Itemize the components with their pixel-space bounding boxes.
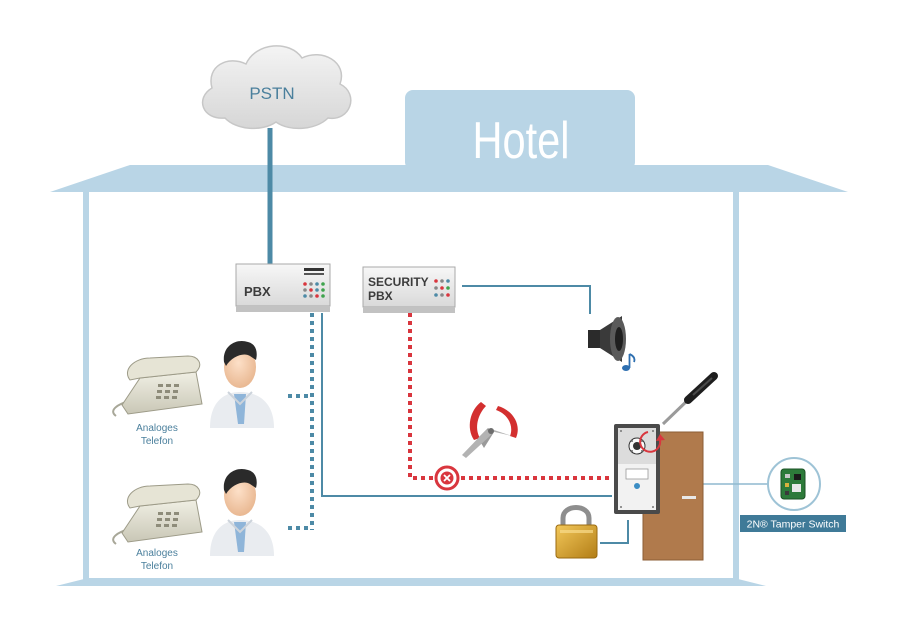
pbx-unit: PBX: [235, 263, 331, 312]
building-title: Hotel: [472, 111, 569, 170]
pbx-label: PBX: [244, 284, 271, 299]
security-pbx-status-leds: [434, 279, 450, 297]
phone-2-label-line2: Telefon: [141, 561, 173, 572]
pbx-slot-2: [304, 273, 324, 275]
speaker-icon: [588, 316, 626, 362]
analog-phone-2: Analoges Telefon: [112, 483, 203, 572]
cloud-icon: [201, 45, 352, 130]
security-pbx-label-line1: SECURITY: [368, 275, 429, 289]
security-pbx-label-line2: PBX: [368, 289, 393, 303]
intercom-unit: [614, 424, 660, 514]
cut-wire-marker-icon: [434, 465, 460, 491]
pliers-icon: [462, 402, 518, 458]
hotel-sign-panel: [405, 90, 635, 170]
phone-1-label-line2: Telefon: [141, 436, 173, 447]
lock-wire: [600, 520, 629, 544]
security-pbx-to-speaker-wire: [462, 285, 591, 314]
security-pbx-to-intercom-wire: [408, 313, 612, 480]
building-wall-right: [733, 192, 739, 580]
music-note-icon: [622, 353, 636, 371]
name-tag-slot: [625, 468, 649, 480]
security-pbx-base: [363, 307, 455, 313]
tamper-indicator-icon: [639, 431, 665, 453]
pbx-to-intercom-wire: [321, 313, 612, 497]
pbx-base: [236, 306, 330, 312]
pbx-status-leds: [303, 282, 325, 298]
tamper-switch-device: [767, 457, 821, 511]
screwdriver-icon: [661, 372, 718, 426]
hotel-building: Hotel: [50, 90, 848, 586]
person-2: [210, 468, 274, 556]
building-roof: [50, 165, 848, 192]
pstn-cloud: PSTN: [201, 45, 352, 130]
phone-1-label-line1: Analoges: [136, 423, 178, 434]
security-pbx-box: [362, 266, 456, 308]
person-1: [210, 340, 274, 428]
building-floor: [56, 578, 766, 586]
phone-2-label-line1: Analoges: [136, 548, 178, 559]
tamper-switch-label: 2N® Tamper Switch: [747, 519, 840, 531]
tamper-switch-label-badge: 2N® Tamper Switch: [740, 515, 846, 532]
padlock-icon: [555, 505, 598, 559]
pbx-slot: [304, 268, 324, 271]
building-wall-left: [83, 192, 89, 580]
door-handle: [682, 496, 696, 499]
cloud-label: PSTN: [249, 84, 294, 103]
call-button-icon: [634, 483, 640, 489]
analog-phone-1: Analoges Telefon: [112, 355, 203, 447]
security-pbx-unit: SECURITY PBX: [362, 266, 456, 313]
